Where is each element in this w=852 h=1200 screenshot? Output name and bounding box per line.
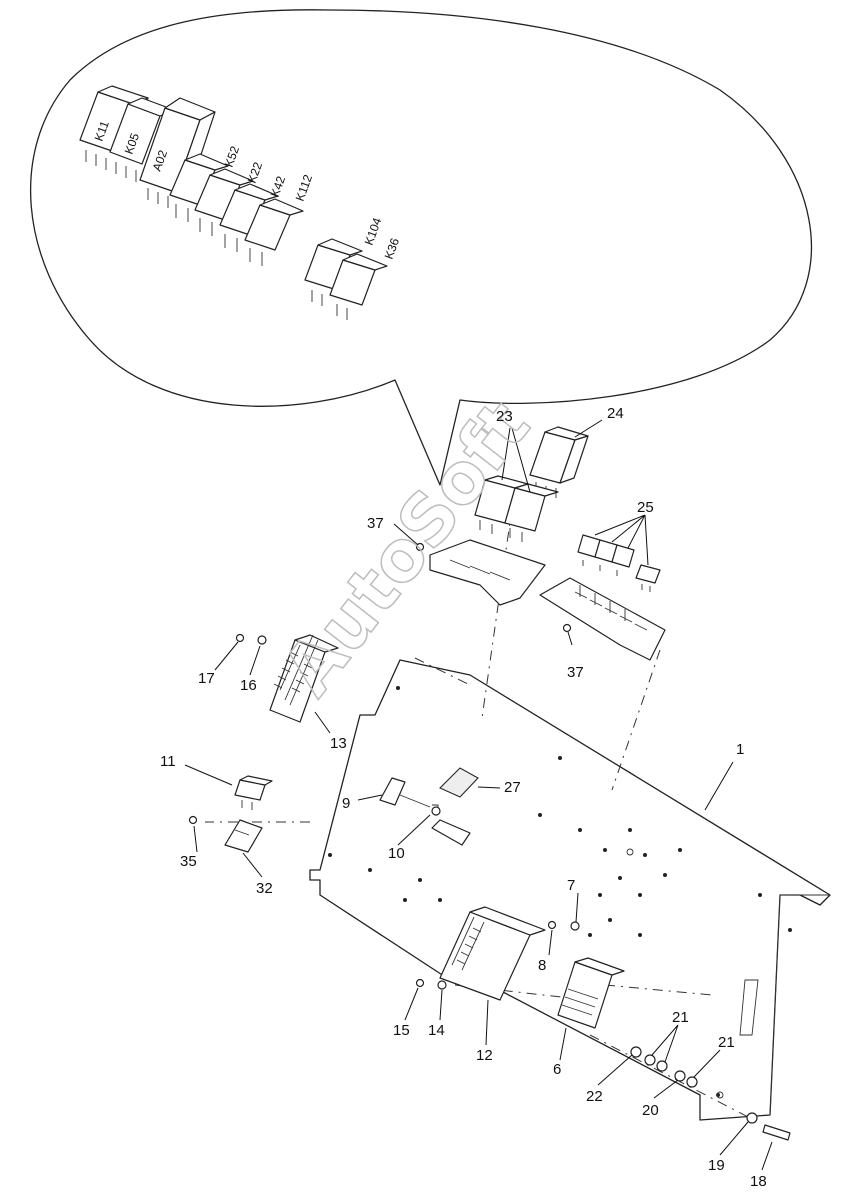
relay-label-k36: K36: [382, 236, 403, 261]
callout-21-right: 21: [718, 1034, 735, 1051]
callout-9: 9: [342, 795, 350, 812]
callout-16: 16: [240, 677, 257, 694]
callout-37-upper: 37: [367, 515, 384, 532]
callouts: 23 24 25 37 37 17 16 13 1 11 27 9 10 35 …: [160, 405, 767, 1190]
module-6: [557, 957, 625, 1029]
relays-25: [577, 534, 661, 592]
fasteners: [188, 542, 791, 1141]
relay-24: [529, 426, 589, 498]
callout-32: 32: [256, 880, 273, 897]
callout-21-left: 21: [672, 1009, 689, 1026]
relay-bracket-upper: [429, 539, 546, 606]
relay-label-k22: K22: [245, 160, 266, 185]
callout-11: 11: [160, 753, 176, 770]
leader-lines: [184, 419, 773, 1171]
socket-32: [224, 819, 263, 853]
callout-15: 15: [393, 1022, 410, 1039]
relay-detail-bubble: [29, 9, 812, 486]
callout-19: 19: [708, 1157, 725, 1174]
relay-k36: K36: [329, 236, 403, 320]
relay-label-k11: K11: [92, 119, 112, 143]
relay-11: [234, 775, 273, 810]
callout-8: 8: [538, 957, 546, 974]
callout-27: 27: [504, 779, 521, 796]
callout-35: 35: [180, 853, 197, 870]
relay-label-a02: A02: [150, 148, 171, 173]
fuse-box-13: [269, 634, 339, 723]
relay-label-k104: K104: [362, 216, 385, 247]
relay-base-row: [539, 577, 666, 661]
callout-24: 24: [607, 405, 624, 422]
fuse-box-12: [439, 906, 546, 1001]
callout-22: 22: [586, 1088, 603, 1105]
callout-17: 17: [198, 670, 215, 687]
relay-label-k52: K52: [222, 144, 243, 169]
callout-25: 25: [637, 499, 654, 516]
relay-a02: A02: [139, 97, 216, 208]
callout-7: 7: [567, 877, 575, 894]
relay-label-k112: K112: [293, 172, 316, 203]
relay-k112: K112: [244, 172, 316, 266]
cover-27: [431, 767, 479, 846]
relay-label-k42: K42: [268, 174, 289, 199]
callout-13: 13: [330, 735, 347, 752]
callout-10: 10: [388, 845, 405, 862]
relay-23-group: [474, 475, 559, 542]
callout-37-lower: 37: [567, 664, 584, 681]
assembly-lines: [205, 507, 751, 1119]
callout-18: 18: [750, 1173, 767, 1190]
callout-12: 12: [476, 1047, 493, 1064]
callout-20: 20: [642, 1102, 659, 1119]
callout-6: 6: [553, 1061, 561, 1078]
callout-14: 14: [428, 1022, 445, 1039]
callout-1: 1: [736, 741, 744, 758]
bracket-9: [379, 777, 441, 816]
relay-label-k05: K05: [122, 131, 143, 156]
callout-23: 23: [496, 408, 513, 425]
relay-k05: K05: [109, 97, 175, 182]
